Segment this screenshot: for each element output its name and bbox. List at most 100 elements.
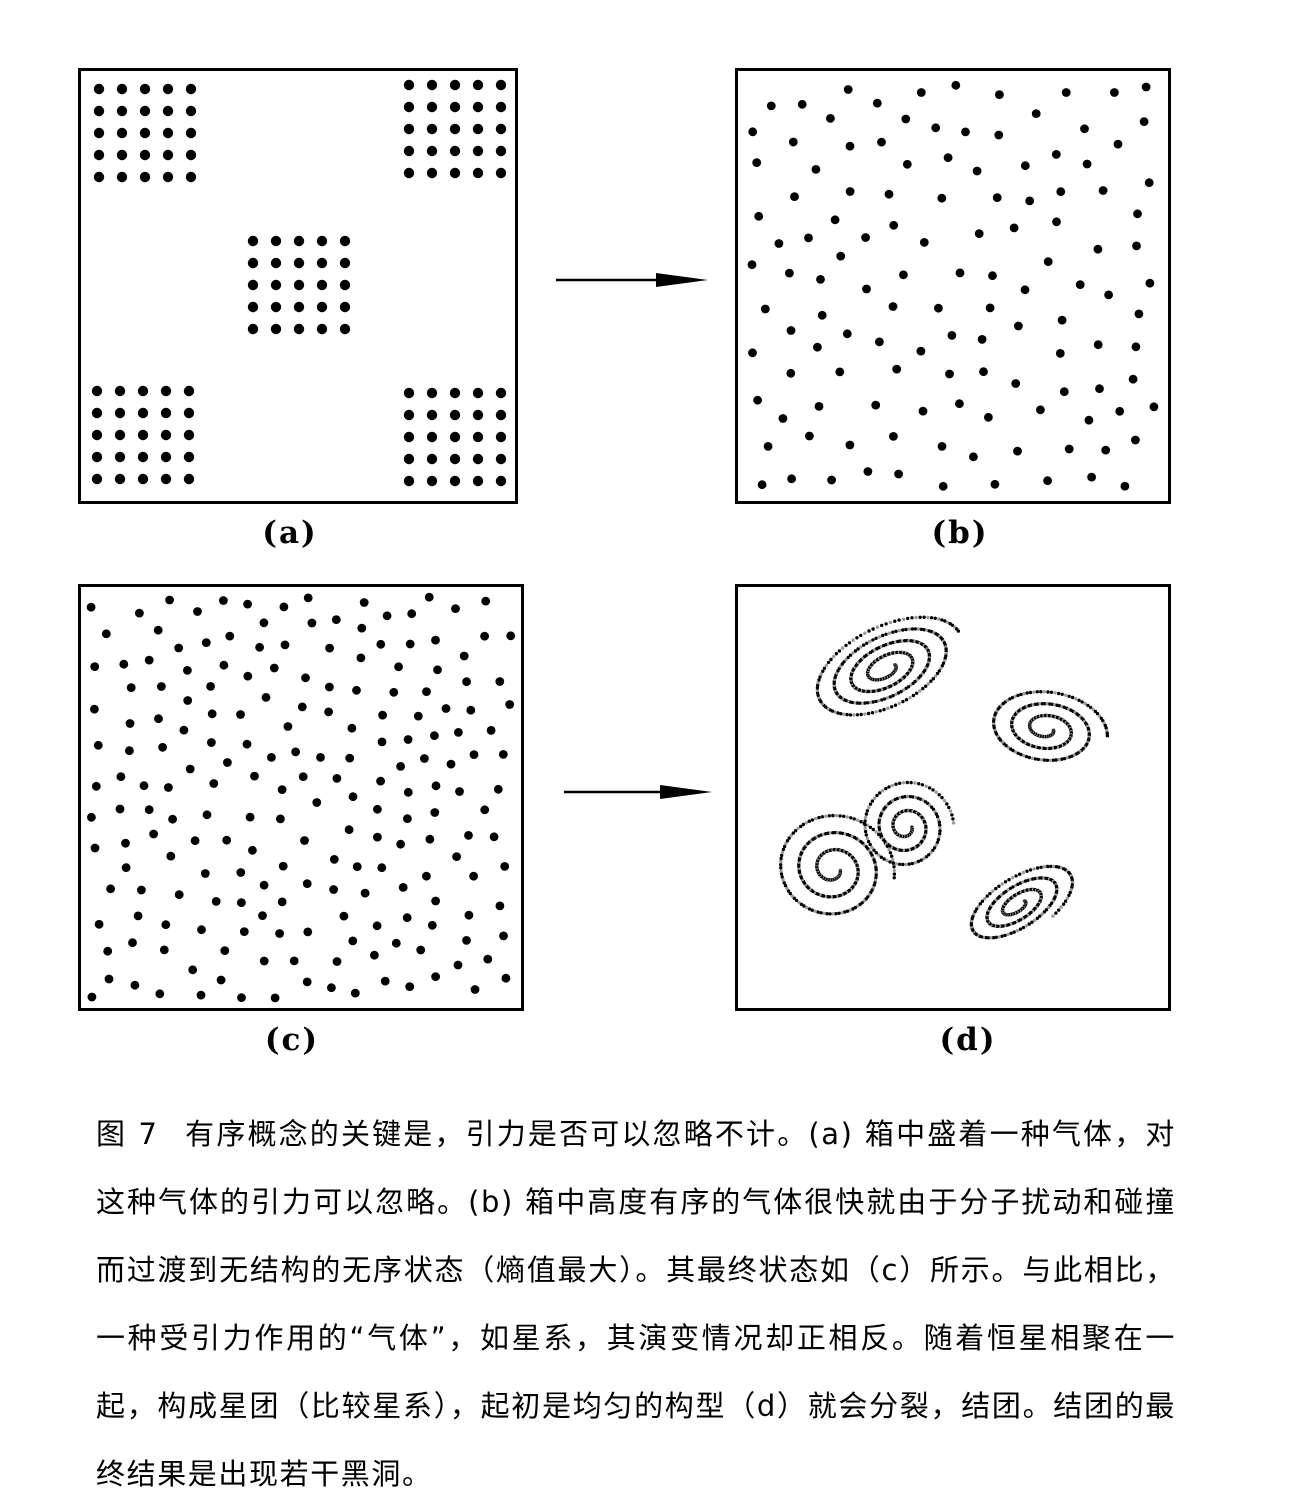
galaxy-dot — [863, 819, 866, 822]
gas-dot — [271, 994, 280, 1003]
galaxy-dot — [893, 872, 896, 875]
galaxy-dot — [938, 793, 941, 796]
gas-dot — [1032, 109, 1041, 118]
galaxy-dot — [844, 644, 847, 647]
galaxy-dot — [842, 713, 845, 716]
cluster-dot — [138, 430, 148, 440]
galaxy-dot — [842, 815, 845, 818]
cluster-dot — [404, 388, 414, 398]
cluster-dot — [317, 236, 327, 246]
galaxy-dot — [874, 700, 877, 703]
gas-dot — [1043, 476, 1052, 485]
galaxy-dot — [918, 689, 921, 692]
cluster-dot — [496, 388, 506, 398]
galaxy-dot — [876, 626, 879, 629]
gas-dot — [889, 432, 898, 441]
gas-dot — [88, 993, 97, 1002]
galaxy-dot — [783, 845, 786, 848]
galaxy-dot — [1050, 691, 1053, 694]
gas-dot — [91, 844, 100, 853]
galaxy-dot — [908, 862, 911, 865]
galaxy-dot — [823, 667, 826, 670]
gas-dot — [225, 632, 234, 641]
galaxy-dot — [859, 820, 862, 823]
gas-dot — [281, 641, 290, 650]
gas-dot — [789, 138, 798, 147]
galaxy-dot — [1067, 894, 1070, 897]
gas-dot — [327, 983, 336, 992]
cluster-dot — [450, 432, 460, 442]
gas-dot — [835, 368, 844, 377]
cluster-dot — [138, 408, 148, 418]
galaxy-dot — [884, 787, 887, 790]
gas-dot — [276, 815, 285, 824]
cluster-dot — [473, 476, 483, 486]
galaxy-dot — [1064, 694, 1067, 697]
galaxy-dot — [921, 687, 924, 690]
galaxy-dot — [894, 783, 897, 786]
galaxy-dot — [816, 910, 819, 913]
galaxy-dot — [914, 861, 917, 864]
gas-dot — [422, 872, 431, 881]
gas-dot — [827, 476, 836, 485]
galaxy-dot — [1026, 691, 1029, 694]
gas-dot — [843, 329, 852, 338]
cluster-dot — [340, 302, 350, 312]
cluster-dot — [404, 410, 414, 420]
gas-dot — [988, 271, 997, 280]
gas-dot — [754, 212, 763, 221]
cluster-dot — [427, 102, 437, 112]
gas-dot — [160, 946, 169, 955]
gas-dot — [174, 644, 183, 653]
galaxy-dot — [893, 620, 896, 623]
panel-b-dots — [738, 71, 1168, 501]
gas-dot — [931, 123, 940, 132]
gas-dot — [237, 898, 246, 907]
galaxy-dot — [1054, 911, 1057, 914]
gas-dot — [92, 782, 101, 791]
galaxy-dot — [892, 861, 895, 864]
gas-dot — [986, 304, 995, 313]
galaxy-dot — [869, 803, 872, 806]
cluster-dot — [115, 408, 125, 418]
galaxy-dot — [885, 859, 888, 862]
galaxy-dot — [838, 649, 841, 652]
galaxy-dot — [1077, 699, 1080, 702]
gas-dot — [431, 897, 440, 906]
gas-dot — [373, 805, 382, 814]
cluster-dot — [450, 80, 460, 90]
gas-dot — [480, 805, 489, 814]
galaxy-dot — [917, 782, 920, 785]
gas-dot — [1087, 473, 1096, 482]
galaxy-dot — [1053, 691, 1056, 694]
galaxy-dot — [838, 814, 841, 817]
cluster-dot — [404, 124, 414, 134]
galaxy-dot — [817, 816, 820, 819]
gas-dot — [348, 937, 357, 946]
gas-dot — [1142, 83, 1151, 92]
cluster-dot — [184, 474, 194, 484]
figure-caption: 图 7有序概念的关键是，引力是否可以忽略不计。(a) 箱中盛着一种气体，对这种气… — [96, 1100, 1176, 1508]
galaxy-dot — [938, 832, 941, 835]
gas-dot — [278, 785, 287, 794]
galaxy-dot — [894, 704, 897, 707]
gas-dot — [1058, 316, 1067, 325]
gas-dot — [787, 474, 796, 483]
gas-dot — [340, 912, 349, 921]
gas-dot — [951, 81, 960, 90]
cluster-dot — [450, 476, 460, 486]
galaxy-dot — [894, 630, 897, 633]
panel-b-label: (b) — [910, 515, 1010, 551]
gas-dot — [260, 618, 269, 627]
galaxy-dot — [986, 894, 989, 897]
gas-dot — [278, 898, 287, 907]
galaxy-dot — [1060, 905, 1063, 908]
galaxy-dot — [949, 809, 952, 812]
galaxy-dot — [912, 694, 915, 697]
gas-dot — [220, 946, 229, 955]
cluster-dot — [496, 476, 506, 486]
gas-dot — [871, 401, 880, 410]
galaxy-dot — [1022, 926, 1025, 929]
cluster-dot — [450, 388, 460, 398]
galaxy-dot — [820, 672, 823, 675]
